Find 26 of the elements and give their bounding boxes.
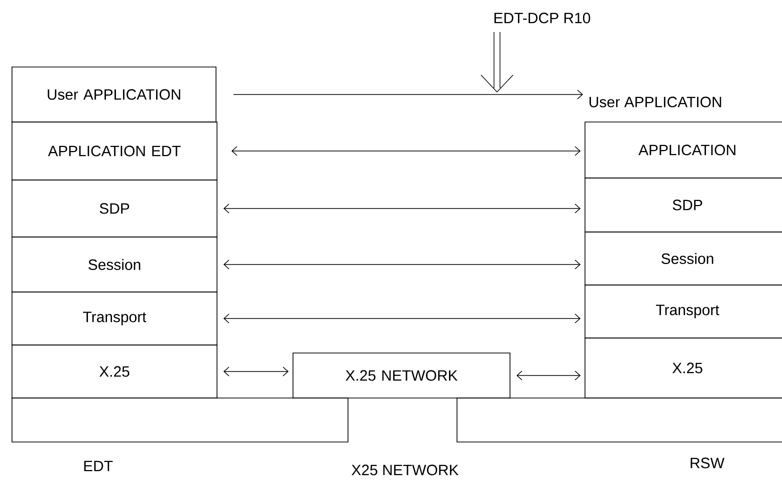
layer-box: User APPLICATION bbox=[12, 66, 216, 122]
layer-box: SDP bbox=[584, 178, 782, 232]
caption-label: RSW bbox=[690, 458, 724, 468]
layer-box: Session bbox=[12, 236, 218, 292]
arrow bbox=[223, 366, 289, 376]
layer-box: Transport bbox=[584, 284, 782, 338]
layer-label: User APPLICATION bbox=[590, 96, 722, 108]
arrow bbox=[223, 314, 581, 324]
empty-box bbox=[456, 398, 782, 442]
layer-box: APPLICATION EDT bbox=[12, 122, 218, 180]
empty-box bbox=[12, 398, 348, 442]
layer-box: APPLICATION bbox=[584, 122, 782, 178]
layer-box: Transport bbox=[12, 292, 218, 346]
arrow bbox=[223, 204, 581, 214]
layer-box: Session bbox=[584, 232, 782, 286]
arrow bbox=[223, 260, 581, 270]
title-label: EDT-DCP R10 bbox=[494, 12, 590, 24]
layer-box: X.25 bbox=[584, 338, 782, 398]
caption-label: EDT bbox=[84, 460, 113, 472]
arrow bbox=[233, 90, 583, 100]
caption-label: X25 NETWORK bbox=[352, 464, 459, 476]
layer-box: X.25 NETWORK bbox=[292, 352, 510, 398]
arrow bbox=[516, 370, 581, 380]
layer-box: SDP bbox=[12, 180, 218, 238]
layer-box: X.25 bbox=[12, 344, 218, 398]
arrow bbox=[231, 146, 581, 156]
